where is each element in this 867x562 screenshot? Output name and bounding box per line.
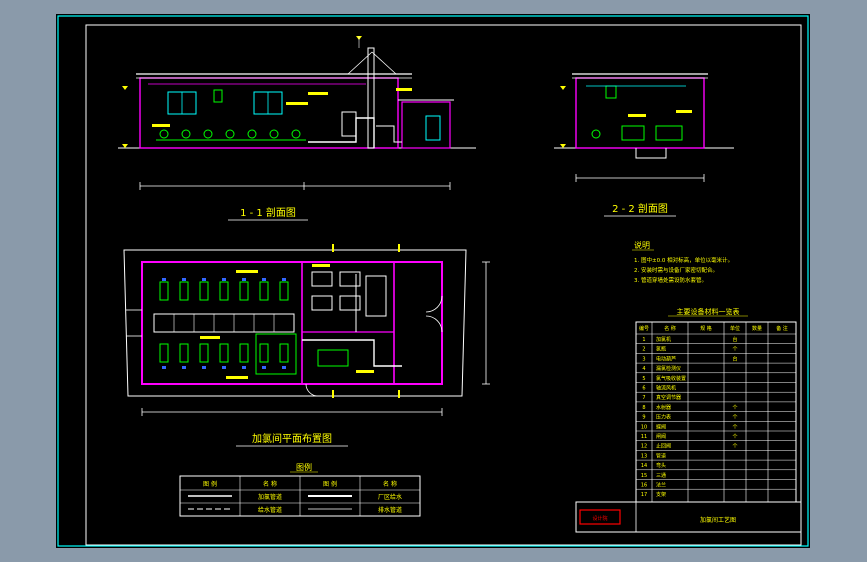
outer-frame (57, 15, 809, 547)
table-cell-name: 法兰 (656, 482, 666, 489)
table-cell-name: 氯气吸收装置 (656, 375, 686, 382)
legend-row1-left: 加氯管道 (258, 493, 282, 501)
notes-block: 说明 1. 图中±0.0 相对标高，单位以毫米计。 2. 安装时需与设备厂家密切… (632, 240, 733, 284)
table-cell-name: 轴流风机 (656, 385, 676, 392)
mt-header-no: 编号 (639, 325, 649, 332)
table-cell-name: 支架 (656, 491, 666, 498)
table-cell-unit: 个 (732, 434, 737, 440)
legend-block: 图例 图 例 名 称 图 例 名 称 加氯管道 厂区给水 给水管道 排水管道 (179, 462, 421, 517)
legend-header-1: 图 例 (203, 480, 217, 488)
table-cell-name: 漏氯检测仪 (656, 365, 681, 372)
table-cell-no: 13 (641, 453, 647, 459)
plan-view: 加氯间平面布置图 (123, 244, 490, 447)
legend-row1-right: 厂区给水 (378, 493, 402, 501)
legend-row2-right: 排水管道 (378, 506, 402, 514)
mt-header-spec: 规 格 (700, 325, 712, 332)
table-cell-name: 氯瓶 (656, 346, 666, 353)
table-cell-no: 9 (642, 415, 645, 421)
table-cell-unit: 个 (732, 424, 737, 430)
mt-header-qty: 数量 (752, 325, 762, 332)
legend-title: 图例 (296, 462, 312, 472)
title-block-text: 加氯间工艺图 (700, 516, 736, 524)
table-cell-name: 水射器 (656, 404, 671, 411)
legend-row2-left: 给水管道 (258, 506, 282, 514)
table-cell-no: 6 (642, 386, 645, 392)
table-cell-no: 8 (642, 405, 645, 411)
table-cell-no: 14 (641, 463, 647, 469)
mt-header-unit: 单位 (730, 325, 740, 332)
table-cell-name: 闸阀 (656, 433, 666, 440)
table-cell-unit: 个 (732, 405, 737, 411)
table-cell-name: 三通 (656, 472, 666, 479)
section-a: 1 - 1 剖面图 (118, 36, 476, 221)
table-cell-name: 蝶阀 (656, 423, 666, 430)
table-cell-no: 4 (642, 366, 645, 372)
legend-header-4: 名 称 (383, 480, 397, 488)
legend-header-3: 图 例 (323, 480, 337, 488)
drawing-viewport[interactable]: 1 - 1 剖面图 2 - 2 剖面图 (56, 14, 810, 548)
note-line-2: 2. 安装时需与设备厂家密切配合。 (634, 266, 718, 274)
plan-title: 加氯间平面布置图 (252, 432, 332, 445)
table-cell-no: 3 (642, 356, 645, 362)
table-cell-name: 弯头 (656, 462, 666, 469)
table-cell-no: 12 (641, 444, 647, 450)
table-cell-unit: 个 (732, 347, 737, 353)
note-line-3: 3. 管道穿墙处需设防水套管。 (634, 276, 707, 284)
title-block: 设计院 加氯间工艺图 (575, 501, 802, 533)
table-cell-no: 2 (642, 347, 645, 353)
legend-header-2: 名 称 (263, 480, 277, 488)
table-cell-no: 7 (642, 395, 645, 401)
table-cell-unit: 台 (732, 355, 737, 362)
table-cell-name: 电动葫芦 (656, 355, 676, 362)
cad-drawing: 1 - 1 剖面图 2 - 2 剖面图 (57, 15, 809, 547)
section-b: 2 - 2 剖面图 (554, 73, 734, 217)
mt-header-note: 备 注 (776, 325, 788, 332)
table-cell-name: 真空调节器 (656, 394, 681, 401)
table-cell-no: 16 (641, 483, 647, 489)
table-cell-no: 11 (641, 434, 647, 440)
table-cell-unit: 台 (732, 336, 737, 343)
table-cell-no: 15 (641, 473, 647, 479)
note-line-1: 1. 图中±0.0 相对标高，单位以毫米计。 (634, 256, 733, 264)
inner-frame (85, 24, 802, 546)
materials-table-title: 主要设备材料一览表 (677, 307, 740, 316)
table-cell-unit: 个 (732, 415, 737, 421)
table-cell-no: 17 (641, 492, 647, 498)
section-a-title: 1 - 1 剖面图 (240, 206, 296, 219)
stamp-mark (579, 509, 621, 525)
table-cell-no: 10 (641, 424, 647, 430)
table-cell-no: 1 (642, 337, 645, 343)
table-cell-name: 压力表 (656, 414, 671, 421)
section-b-title: 2 - 2 剖面图 (612, 202, 668, 215)
notes-title: 说明 (634, 240, 650, 250)
table-cell-no: 5 (642, 376, 645, 382)
table-cell-name: 管道 (656, 452, 666, 459)
table-cell-unit: 个 (732, 444, 737, 450)
stamp-text: 设计院 (592, 515, 607, 522)
mt-header-name: 名 称 (664, 325, 676, 332)
table-cell-name: 止回阀 (656, 443, 671, 450)
table-cell-name: 加氯机 (656, 336, 671, 343)
